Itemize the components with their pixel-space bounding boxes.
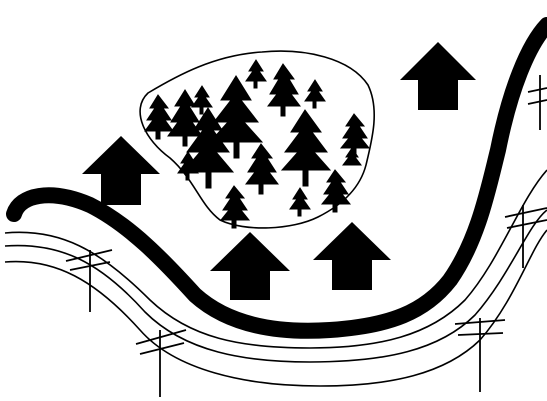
- forest-map: [0, 0, 547, 401]
